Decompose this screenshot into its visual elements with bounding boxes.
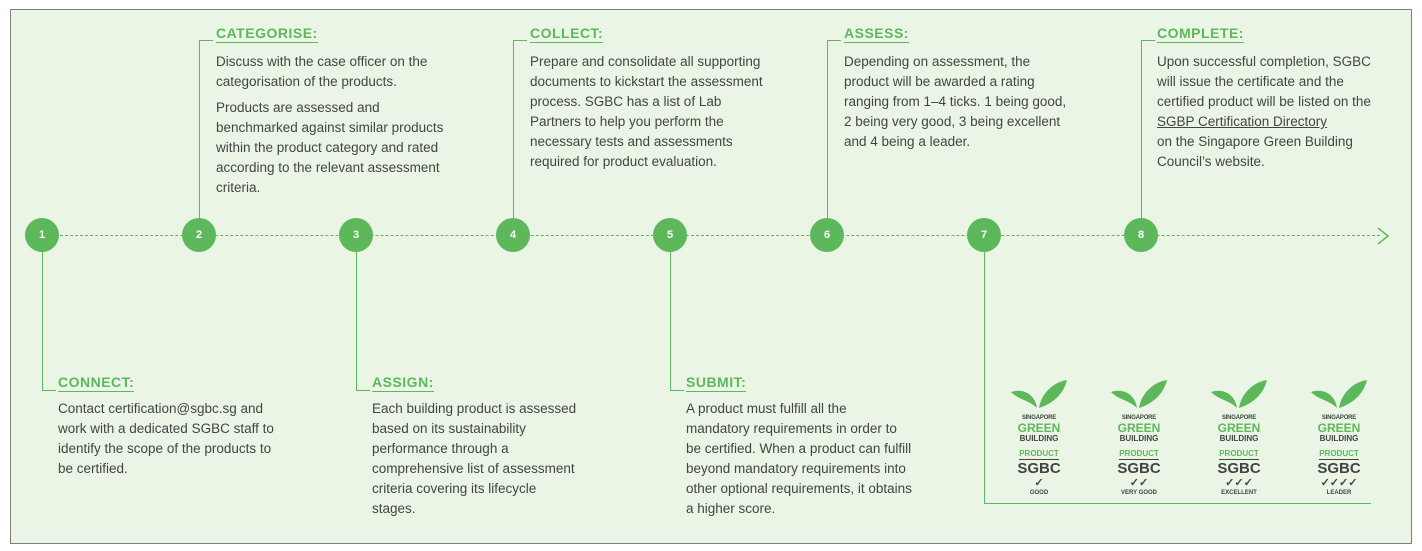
step-5-paragraph-1: A product must fulfill all the mandatory… <box>686 401 912 516</box>
logo-line-building: BUILDING <box>1219 434 1259 443</box>
sgbc-logo-good: SINGAPORE GREEN BUILDING PRODUCT SGBC ✓ … <box>1003 378 1075 497</box>
step-8-text-post: on the Singapore Green Building Council’… <box>1157 134 1353 169</box>
connector-step-5-h <box>670 390 684 391</box>
step-6-text: Depending on assessment, the product wil… <box>844 52 1069 158</box>
connector-step-8 <box>1141 40 1142 220</box>
tick-icon: ✓✓ <box>1129 477 1149 489</box>
step-4-text: Prepare and consolidate all supporting d… <box>530 52 768 178</box>
leaf-icon <box>1011 380 1067 408</box>
connector-step-3-h <box>356 390 370 391</box>
step-8-heading: COMPLETE: <box>1157 25 1244 43</box>
step-2-paragraph-1: Discuss with the case officer on the cat… <box>216 54 428 89</box>
connector-step-7-h <box>984 503 1371 504</box>
sgbc-logo-very-good: SINGAPORE GREEN BUILDING PRODUCT SGBC ✓✓… <box>1103 378 1175 497</box>
logo-line-green: GREEN <box>1217 421 1261 435</box>
logo-line-green: GREEN <box>1117 421 1161 435</box>
step-5-heading: SUBMIT: <box>686 374 747 392</box>
logo-line-building: BUILDING <box>1019 434 1059 443</box>
step-3-text: Each building product is assessed based … <box>372 399 582 525</box>
logo-line-building: BUILDING <box>1319 434 1359 443</box>
sgbc-logo-leader: SINGAPORE GREEN BUILDING PRODUCT SGBC ✓✓… <box>1303 378 1375 497</box>
step-4-paragraph-1: Prepare and consolidate all supporting d… <box>530 54 763 169</box>
leaf-icon <box>1111 380 1167 408</box>
connector-step-4 <box>513 40 514 220</box>
logo-line-building: BUILDING <box>1119 434 1159 443</box>
logo-line-sgbc: SGBC <box>1317 460 1361 477</box>
logo-line-sgbc: SGBC <box>1017 460 1061 477</box>
step-1-heading: CONNECT: <box>58 374 135 392</box>
logo-line-green: GREEN <box>1017 421 1061 435</box>
logo-line-sgbc: SGBC <box>1217 460 1261 477</box>
step-6-paragraph-1: Depending on assessment, the product wil… <box>844 54 1067 149</box>
logo-line-sgbc: SGBC <box>1117 460 1161 477</box>
step-circle-5: 5 <box>653 218 687 252</box>
step-4-heading: COLLECT: <box>530 25 604 43</box>
step-circle-8: 8 <box>1124 218 1158 252</box>
timeline-line <box>45 235 1380 236</box>
tick-icon: ✓ <box>1034 477 1044 489</box>
step-circle-7: 7 <box>967 218 1001 252</box>
logo-line-singapore: SINGAPORE <box>1321 415 1357 421</box>
connector-step-2 <box>199 40 200 220</box>
connector-step-4-h <box>513 40 527 41</box>
logo-line-product: PRODUCT <box>1219 449 1259 460</box>
connector-step-7 <box>984 250 985 504</box>
step-8-text: Upon successful completion, SGBC will is… <box>1157 52 1372 172</box>
step-5-text: A product must fulfill all the mandatory… <box>686 399 914 525</box>
rating-label: LEADER <box>1326 490 1352 496</box>
timeline-arrow-icon <box>1377 227 1390 245</box>
step-2-heading: CATEGORISE: <box>216 25 318 43</box>
connector-step-5 <box>670 250 671 391</box>
connector-step-3 <box>356 250 357 391</box>
connector-step-8-h <box>1141 40 1155 41</box>
step-3-heading: ASSIGN: <box>372 374 434 392</box>
certification-directory-link[interactable]: SGBP Certification Directory <box>1157 114 1328 129</box>
rating-label: GOOD <box>1029 490 1049 496</box>
step-1-paragraph-1: Contact certification@sgbc.sg and work w… <box>58 401 274 476</box>
logo-line-singapore: SINGAPORE <box>1021 415 1057 421</box>
step-8-text-pre: Upon successful completion, SGBC will is… <box>1157 54 1371 109</box>
step-2-paragraph-2: Products are assessed and benchmarked ag… <box>216 100 444 195</box>
step-circle-2: 2 <box>182 218 216 252</box>
process-diagram <box>10 9 1412 544</box>
step-circle-4: 4 <box>496 218 530 252</box>
step-2-text: Discuss with the case officer on the cat… <box>216 52 456 204</box>
connector-step-1 <box>42 250 43 391</box>
logo-line-product: PRODUCT <box>1319 449 1359 460</box>
step-circle-3: 3 <box>339 218 373 252</box>
logo-line-singapore: SINGAPORE <box>1121 415 1157 421</box>
connector-step-6 <box>827 40 828 220</box>
logo-line-green: GREEN <box>1317 421 1361 435</box>
logo-line-product: PRODUCT <box>1019 449 1059 460</box>
step-6-heading: ASSESS: <box>844 25 909 43</box>
step-3-paragraph-1: Each building product is assessed based … <box>372 401 577 516</box>
connector-step-1-h <box>42 390 56 391</box>
step-circle-6: 6 <box>810 218 844 252</box>
logo-line-singapore: SINGAPORE <box>1221 415 1257 421</box>
step-1-text: Contact certification@sgbc.sg and work w… <box>58 399 278 485</box>
rating-label: EXCELLENT <box>1221 490 1257 496</box>
connector-step-6-h <box>827 40 841 41</box>
tick-icon: ✓✓✓ <box>1225 477 1253 489</box>
tick-icon: ✓✓✓✓ <box>1320 477 1358 489</box>
step-circle-1: 1 <box>25 218 59 252</box>
connector-step-2-h <box>199 40 213 41</box>
logo-line-product: PRODUCT <box>1119 449 1159 460</box>
sgbc-logo-excellent: SINGAPORE GREEN BUILDING PRODUCT SGBC ✓✓… <box>1203 378 1275 497</box>
leaf-icon <box>1211 380 1267 408</box>
leaf-icon <box>1311 380 1367 408</box>
rating-label: VERY GOOD <box>1120 490 1157 496</box>
